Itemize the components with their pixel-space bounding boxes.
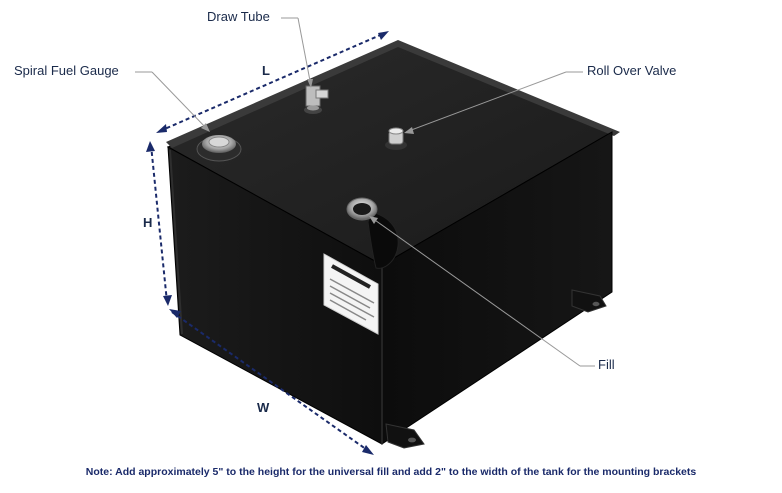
spiral-fuel-gauge	[196, 135, 242, 162]
roll-over-valve	[385, 127, 407, 150]
mounting-bracket-right	[571, 289, 607, 313]
draw-tube	[304, 85, 329, 114]
callout-spiral-fuel-gauge: Spiral Fuel Gauge	[14, 63, 119, 78]
leader-draw-tube-arrow	[307, 79, 313, 88]
dimension-width-arrow-end	[362, 445, 374, 455]
dimension-height-line	[150, 144, 168, 303]
dimension-length-line	[159, 32, 386, 132]
leader-roll-over-valve	[405, 71, 583, 133]
dimension-length-label: L	[262, 63, 270, 78]
mounting-note: Note: Add approximately 5" to the height…	[85, 466, 697, 478]
callout-roll-over-valve: Roll Over Valve	[587, 63, 677, 78]
dimension-height-arrow-start	[146, 141, 155, 152]
tank-label-plate	[323, 253, 379, 335]
dimension-length-arrow-end	[378, 31, 389, 40]
leader-fill-arrow	[369, 216, 378, 224]
fill-neck	[346, 197, 399, 269]
leader-draw-tube	[281, 17, 312, 87]
mounting-bracket-front	[385, 423, 425, 449]
leader-spiral-fuel-gauge-arrow	[201, 123, 210, 132]
callout-draw-tube: Draw Tube	[207, 9, 270, 24]
dimension-height-label: H	[143, 215, 153, 230]
callout-fill: Fill	[598, 357, 615, 372]
leader-roll-over-valve-arrow	[404, 127, 414, 134]
leader-fill	[371, 217, 595, 367]
dimension-height-arrow-end	[163, 295, 172, 306]
dimension-width-arrow-start	[169, 309, 181, 318]
leader-spiral-fuel-gauge	[135, 71, 209, 131]
dimension-width-label: W	[257, 400, 270, 415]
dimension-width-line	[171, 311, 371, 453]
dimension-length-arrow-start	[156, 124, 167, 133]
tank-left-edge	[169, 149, 183, 335]
